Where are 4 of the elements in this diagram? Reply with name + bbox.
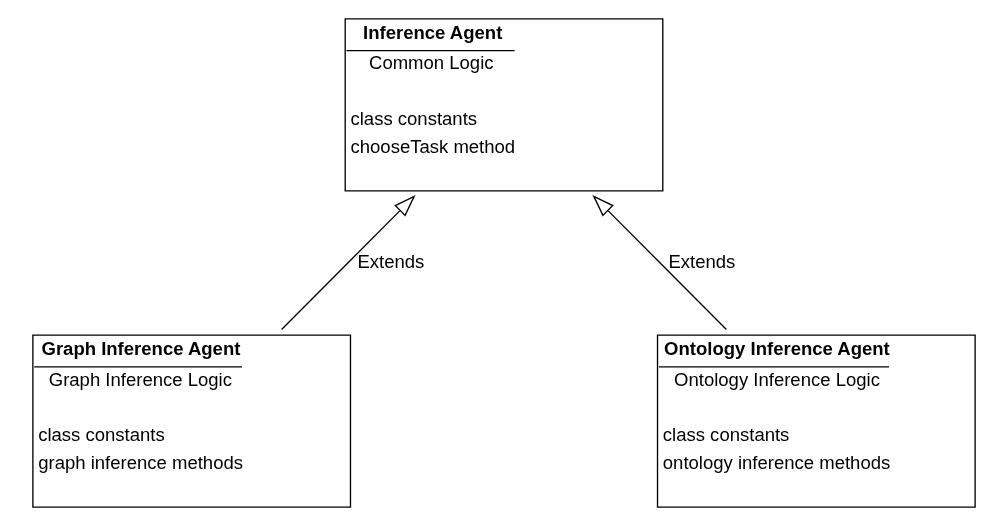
arrow (592, 194, 728, 331)
arrow (280, 194, 416, 331)
edge-label: Extends (668, 250, 736, 272)
edge-label: Extends (357, 250, 425, 272)
